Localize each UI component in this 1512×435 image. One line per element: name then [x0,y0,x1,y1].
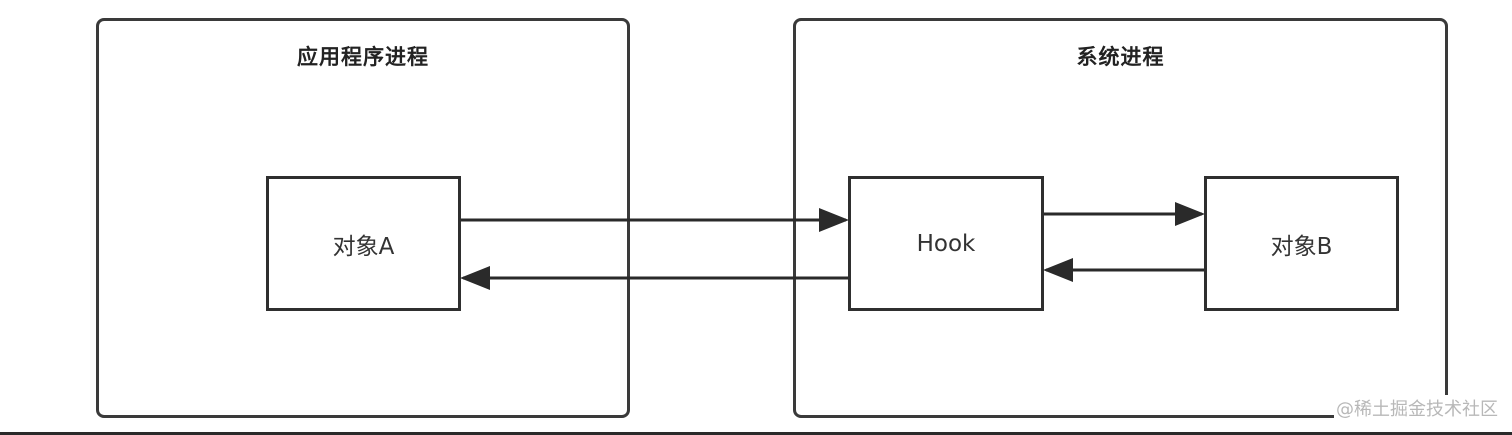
bottom-divider [0,432,1512,435]
hook-label: Hook [916,230,976,257]
system-process-title: 系统进程 [1076,45,1165,69]
watermark: @稀土掘金技术社区 [1334,395,1500,421]
object-a-label: 对象A [332,233,395,260]
object-a-node: 对象A [266,176,461,311]
object-b-node: 对象B [1204,176,1399,311]
object-b-label: 对象B [1270,233,1333,260]
hook-node: Hook [848,176,1044,311]
app-process-title: 应用程序进程 [297,45,429,69]
